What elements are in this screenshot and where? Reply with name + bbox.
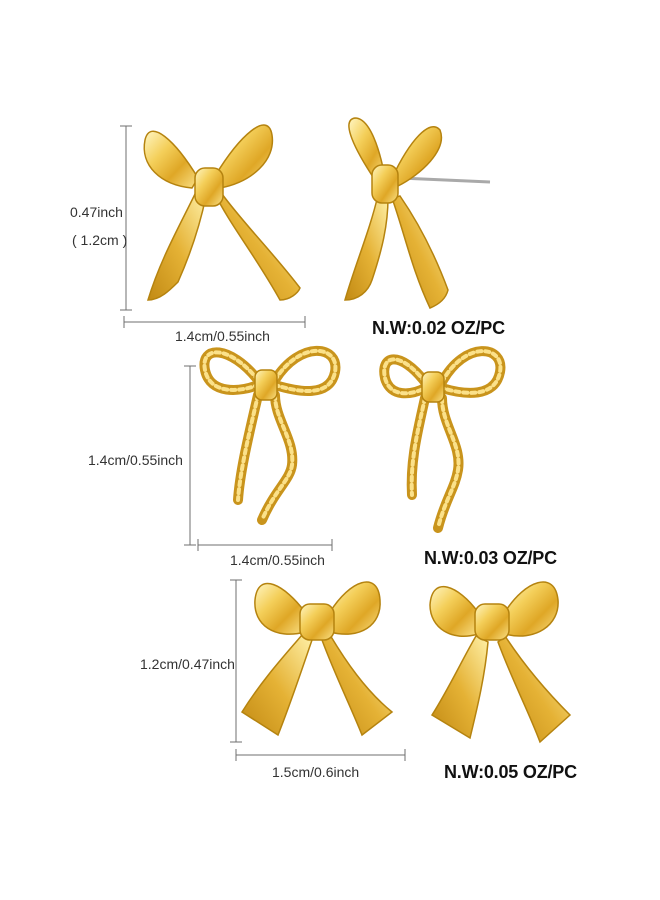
- set3-width-label: 1.5cm/0.6inch: [272, 764, 360, 780]
- bow-earring-2-side: [379, 346, 506, 533]
- bow-earring-1-front: [143, 124, 301, 301]
- dimension-lines-1: [120, 125, 306, 328]
- set2-weight-label: N.W:0.03 OZ/PC: [424, 548, 557, 568]
- set2-width-label: 1.4cm/0.55inch: [230, 552, 325, 568]
- bow-earring-3-front: [240, 581, 394, 737]
- set1-height-cm: ( 1.2cm ): [72, 232, 128, 248]
- set3-height-label: 1.2cm/0.47inch: [140, 656, 235, 672]
- bow-earring-2-front: [199, 345, 341, 525]
- set2-height-label: 1.4cm/0.55inch: [88, 452, 183, 468]
- dimension-lines-2: [184, 365, 333, 551]
- set3-weight-label: N.W:0.05 OZ/PC: [444, 762, 577, 782]
- set1-height-inch: 0.47inch: [70, 204, 123, 220]
- dimension-lines-3: [230, 579, 406, 761]
- set1-width-label: 1.4cm/0.55inch: [175, 328, 270, 344]
- bow-earring-1-side: [344, 117, 491, 309]
- set1-weight-label: N.W:0.02 OZ/PC: [372, 318, 505, 338]
- bow-earring-3-side: [429, 581, 572, 744]
